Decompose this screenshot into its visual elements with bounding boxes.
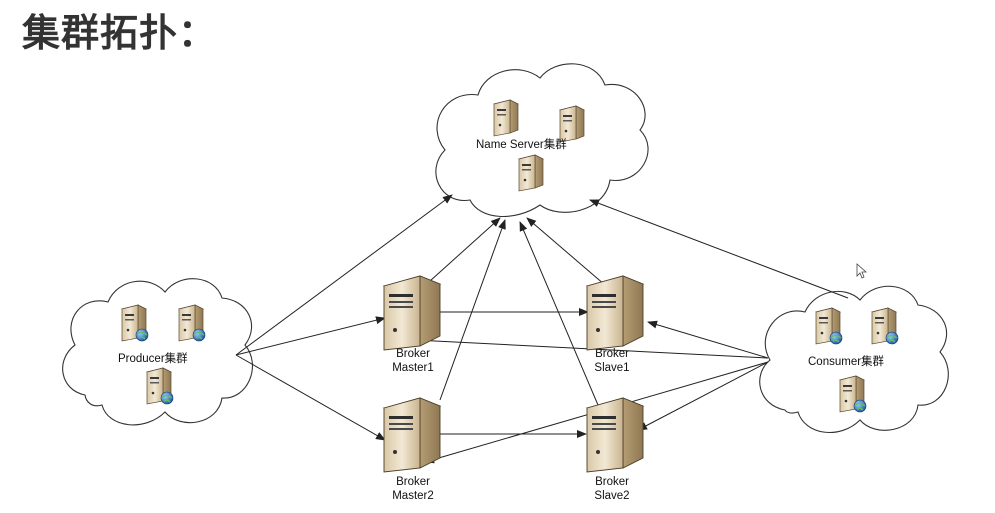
broker-slave1-label-line2: Slave1	[594, 362, 629, 374]
consumer-server-icon-1	[816, 308, 842, 344]
broker-slave2-server-icon	[586, 397, 644, 473]
connections	[235, 194, 849, 464]
broker-slave2-label-line2: Slave2	[594, 490, 629, 502]
producer-label: Producer集群	[118, 351, 188, 365]
edge-master2-nameserver	[439, 219, 506, 401]
edge-consumer-slave2	[637, 361, 769, 431]
producer-server-icon-2	[179, 305, 205, 341]
edge-producer-master2	[235, 354, 386, 441]
consumer-cloud	[759, 285, 949, 433]
name-server-icon-3	[518, 154, 544, 192]
edge-master1-nameserver	[419, 217, 501, 291]
broker-slave1-label-line1: Broker	[595, 348, 629, 360]
name-server-label: Name Server集群	[476, 137, 567, 151]
broker-master2-label-line2: Master2	[392, 490, 434, 502]
edge-consumer-nameserver	[589, 199, 849, 299]
broker-master1-label-line1: Broker	[396, 348, 430, 360]
edge-slave1-nameserver	[526, 217, 606, 286]
mouse-cursor-icon	[856, 263, 868, 279]
edge-consumer-slave1	[647, 320, 769, 359]
broker-master2-label-line1: Broker	[396, 476, 430, 488]
broker-master1-label-line2: Master1	[392, 362, 434, 374]
edge-producer-master1	[235, 316, 386, 356]
name-server-icon-2	[559, 105, 585, 143]
slide-title: 集群拓扑：	[22, 11, 218, 55]
broker-slave2-label-line1: Broker	[595, 476, 629, 488]
edge-producer-nameserver	[235, 194, 453, 356]
consumer-server-icon-2	[872, 308, 898, 344]
broker-master2-server-icon	[383, 397, 441, 473]
broker-slave1-server-icon	[586, 275, 644, 351]
edge-slave2-nameserver	[519, 221, 599, 406]
producer-server-icon-3	[147, 368, 173, 404]
consumer-server-icon-3	[840, 376, 866, 412]
name-server-icon-1	[493, 99, 519, 137]
consumer-label: Consumer集群	[808, 354, 885, 368]
name-server-cloud	[435, 63, 649, 217]
broker-master1-server-icon	[383, 275, 441, 351]
producer-cloud	[62, 278, 253, 426]
producer-server-icon-1	[122, 305, 148, 341]
